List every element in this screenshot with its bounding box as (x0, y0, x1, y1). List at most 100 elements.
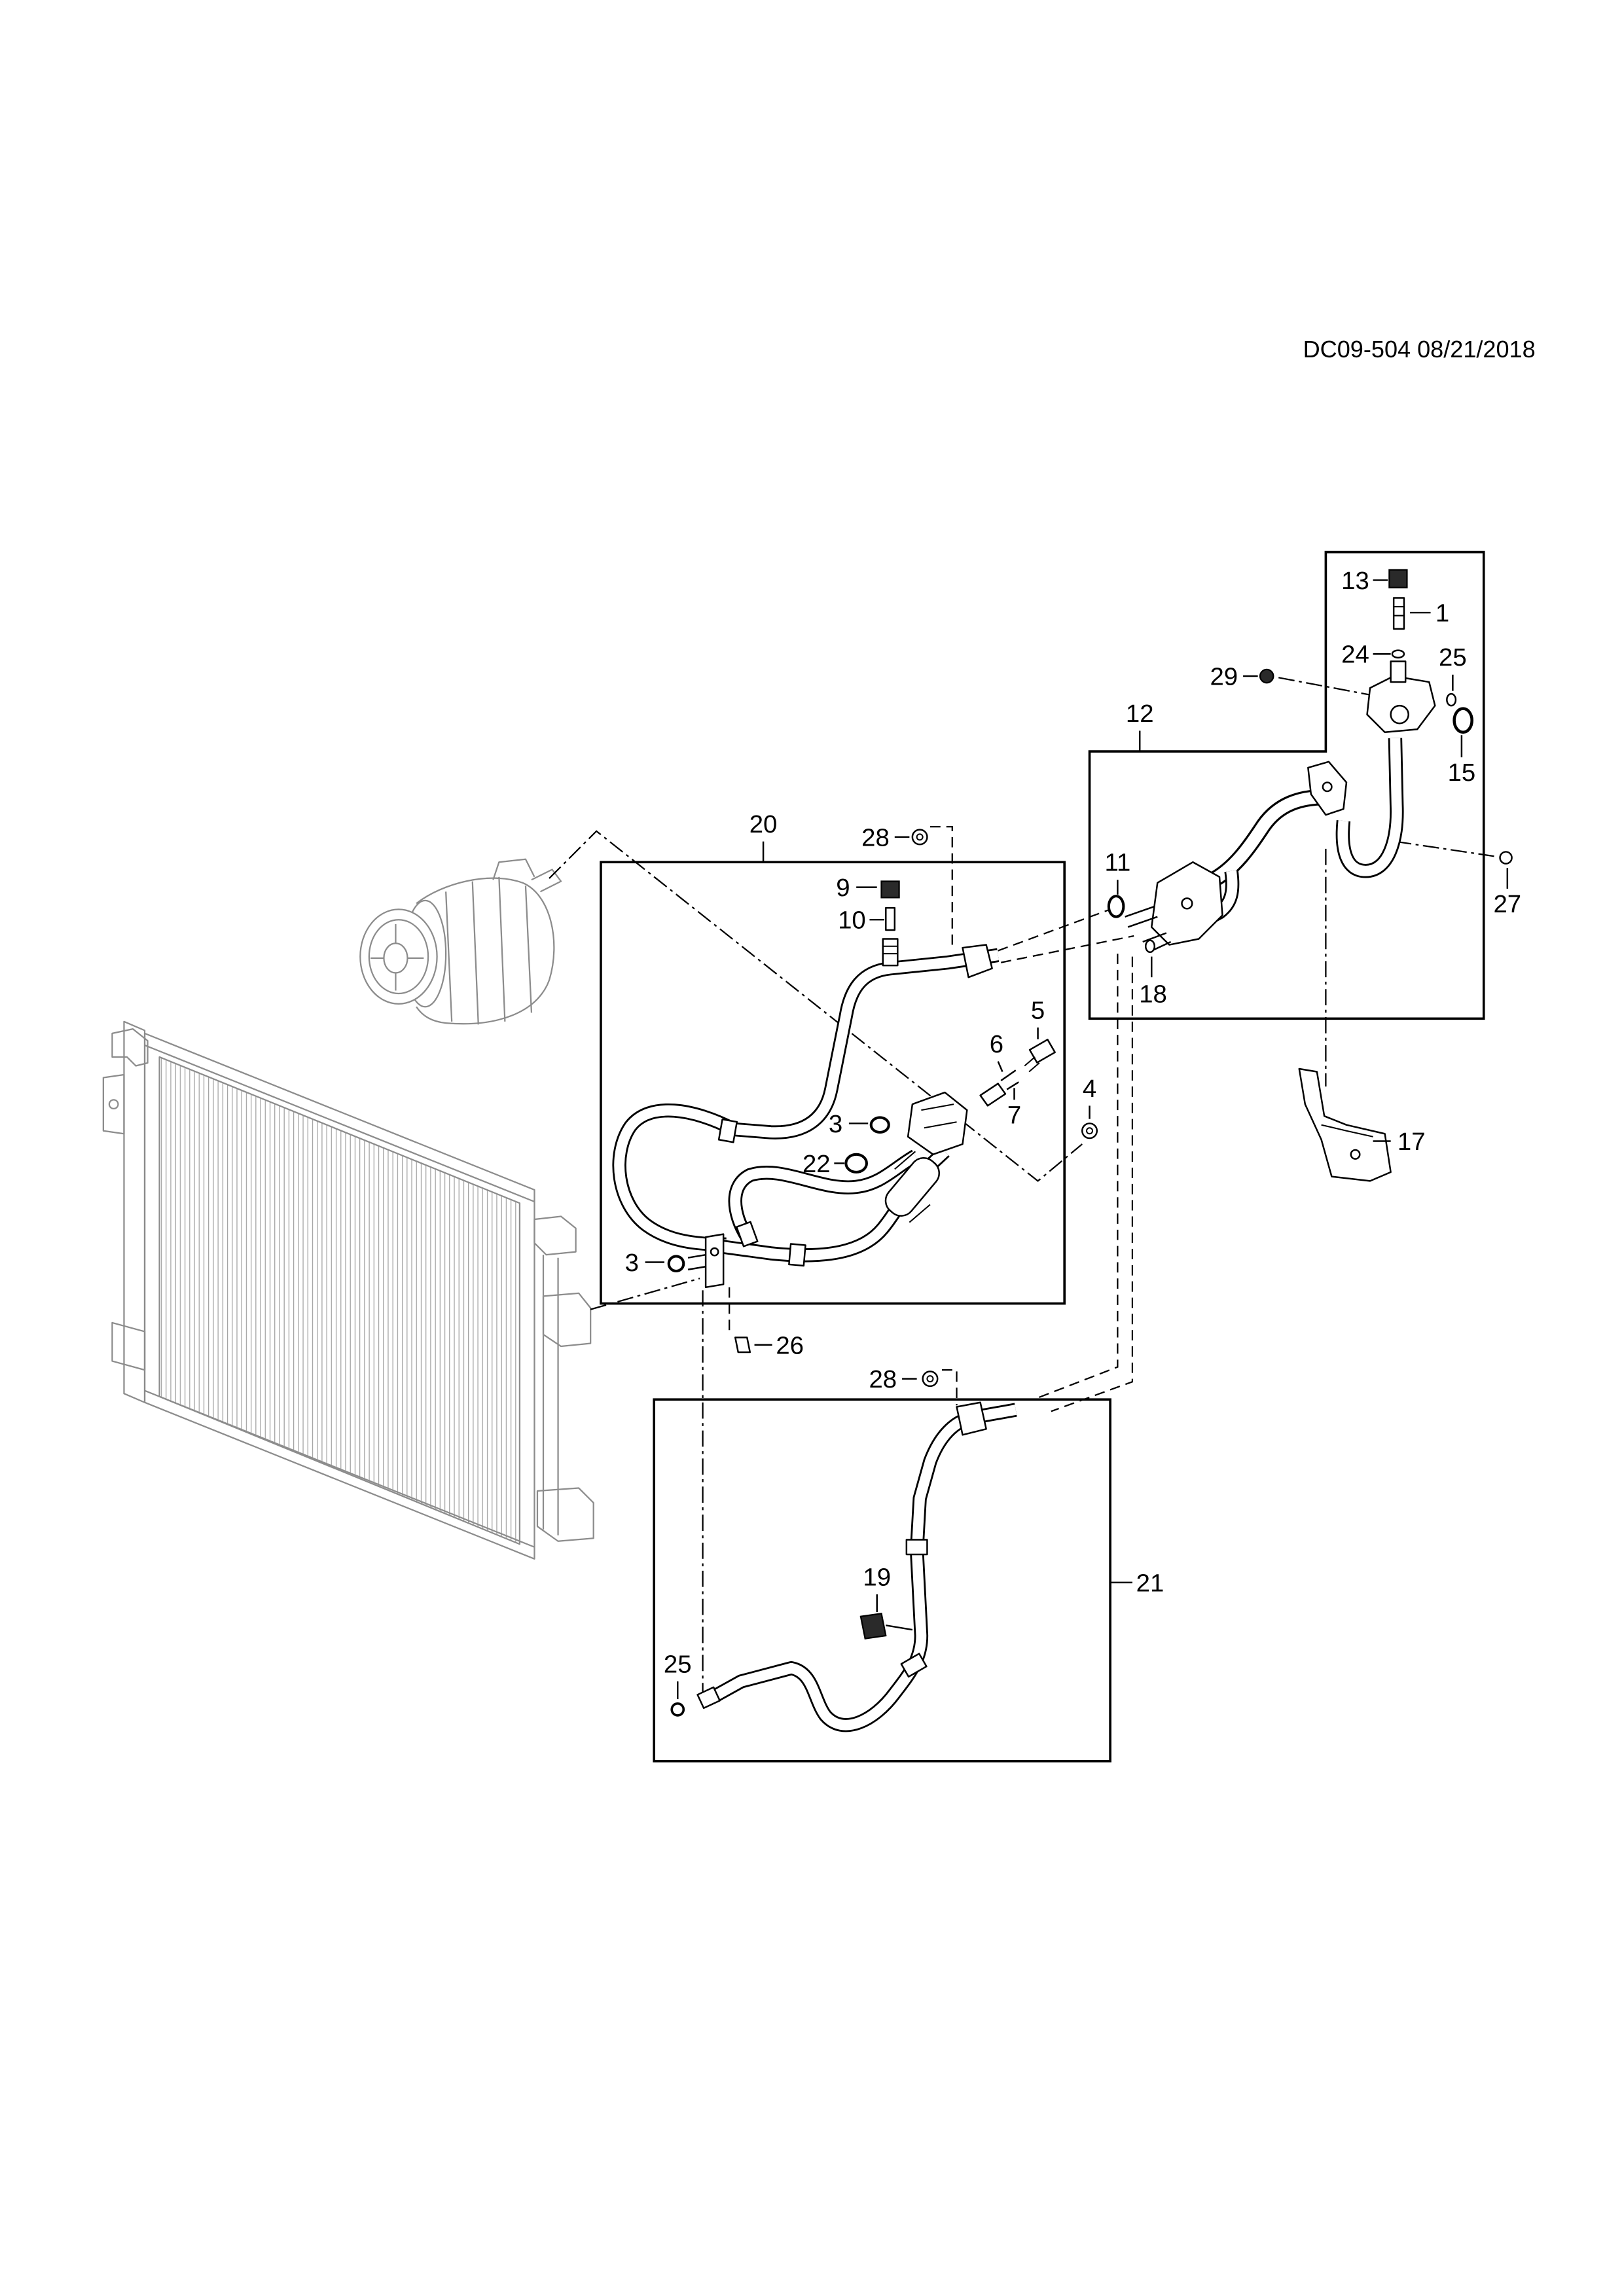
compressor-ports (492, 858, 562, 893)
callout-13: 13 (1341, 567, 1369, 595)
service-cap (880, 880, 900, 899)
hose-bracket-hole (710, 1247, 719, 1257)
hose-clip-arm (886, 1624, 913, 1631)
callout-29: 29 (1210, 663, 1238, 691)
bracket-17 (1298, 1067, 1392, 1182)
hose-assembly-20 (612, 880, 1056, 1289)
callout-7: 7 (1007, 1101, 1021, 1129)
condenser-outlet-block (542, 1292, 592, 1348)
group-box-12 (1088, 550, 1485, 1020)
service-cap (1388, 569, 1408, 588)
line-to-part-27 (1395, 840, 1494, 857)
callout-25-upper: 25 (1439, 643, 1467, 672)
o-ring (1107, 895, 1125, 918)
pipe-stubs (1125, 905, 1172, 953)
small-parts (645, 579, 1513, 1717)
condenser-upper-right-bracket (533, 1215, 577, 1256)
line-12-to-21-b (1051, 956, 1134, 1412)
hose-collar (717, 1118, 738, 1143)
group-box-20 (600, 861, 1066, 1305)
callout-25-lower: 25 (664, 1650, 692, 1678)
callout-15: 15 (1448, 759, 1476, 787)
line-12-to-21-a (1033, 954, 1119, 1401)
hose-collar (900, 1653, 928, 1678)
callout-12: 12 (1126, 700, 1154, 728)
compressor-pulley (359, 908, 438, 1005)
line-to-part-29 (1278, 677, 1381, 698)
condenser-core (158, 1056, 521, 1545)
group-box-21 (653, 1398, 1111, 1763)
compressor-body-ribs (445, 876, 533, 1025)
callout-28-lower: 28 (869, 1365, 897, 1393)
condenser-to-fitting-line (590, 1278, 700, 1310)
nut-bore (1085, 1127, 1094, 1135)
callout-26: 26 (776, 1331, 804, 1359)
manifold-block-detail (921, 1103, 957, 1129)
group-boxes (600, 550, 1485, 1763)
condenser-left-tank (123, 1020, 146, 1403)
callout-19: 19 (863, 1563, 891, 1591)
drawing-reference: DC09-504 08/21/2018 (1303, 336, 1536, 363)
nut-bore (916, 833, 924, 841)
callouts: 13 1 24 25 29 12 15 27 11 18 17 20 28 9 … (625, 567, 1521, 1679)
condenser-left-mount (102, 1073, 125, 1135)
leader-6 (997, 1061, 1003, 1072)
callout-27: 27 (1493, 890, 1521, 918)
hose-clamp-upper (962, 944, 993, 978)
hose-fill (712, 1405, 1017, 1731)
bolt (734, 1336, 751, 1354)
callout-6: 6 (990, 1030, 1003, 1058)
hose-bracket (704, 1233, 725, 1289)
compressor-hub-spokes (370, 924, 424, 991)
hose-clip (859, 1612, 887, 1640)
valve-body (979, 1083, 1007, 1107)
hose-20-inner (728, 1149, 919, 1241)
o-ring (1391, 649, 1405, 659)
condenser-lower-right-bracket (536, 1487, 594, 1542)
compressor-pulley-groove (368, 919, 429, 995)
fitting-block-bolt (1181, 897, 1193, 910)
callout-24: 24 (1341, 641, 1369, 669)
hose-20-loop (612, 1103, 737, 1252)
hose-fill (614, 1105, 736, 1250)
service-port-outlet (1390, 704, 1409, 725)
hose-21 (711, 1403, 1017, 1732)
valve-stem (1000, 1069, 1019, 1090)
flange-hole (1322, 781, 1333, 793)
compressor-to-part-4-line (549, 830, 1083, 1182)
nut (1259, 668, 1274, 684)
pressure-sensor (1028, 1039, 1056, 1064)
condenser (102, 1020, 594, 1560)
muffler (884, 1157, 940, 1217)
connection-lines (549, 677, 1494, 1701)
o-ring (670, 1702, 685, 1717)
o-ring (844, 1153, 868, 1174)
service-port-threads (882, 945, 898, 955)
line-from-part-28-upper (929, 825, 953, 948)
callout-22: 22 (803, 1150, 831, 1178)
hose-clamp (956, 1401, 987, 1436)
hose-collar (736, 1221, 759, 1247)
bracket-bend (1321, 1124, 1373, 1138)
condenser-rails (144, 1044, 535, 1548)
line-hose-20-to-12-a (998, 908, 1111, 952)
seal-washer (1446, 692, 1457, 707)
hose-collar (905, 1539, 928, 1556)
callout-1: 1 (1435, 600, 1449, 628)
nut (922, 1371, 939, 1388)
callout-9: 9 (836, 874, 850, 902)
o-ring (667, 1255, 685, 1273)
hose-collar (788, 1243, 806, 1267)
nut (1499, 851, 1513, 865)
condenser-lower-left-bracket (111, 1321, 146, 1371)
nut-bore (926, 1375, 934, 1383)
valve-core-detail (1394, 606, 1404, 617)
manifold-block (907, 1091, 968, 1156)
nut (1081, 1122, 1098, 1139)
bracket-hole (1350, 1149, 1361, 1160)
callout-28-upper: 28 (861, 823, 890, 852)
hose-end-fitting (696, 1686, 721, 1709)
hose-20-upper (733, 948, 1000, 1139)
hose-fill (1337, 738, 1402, 876)
